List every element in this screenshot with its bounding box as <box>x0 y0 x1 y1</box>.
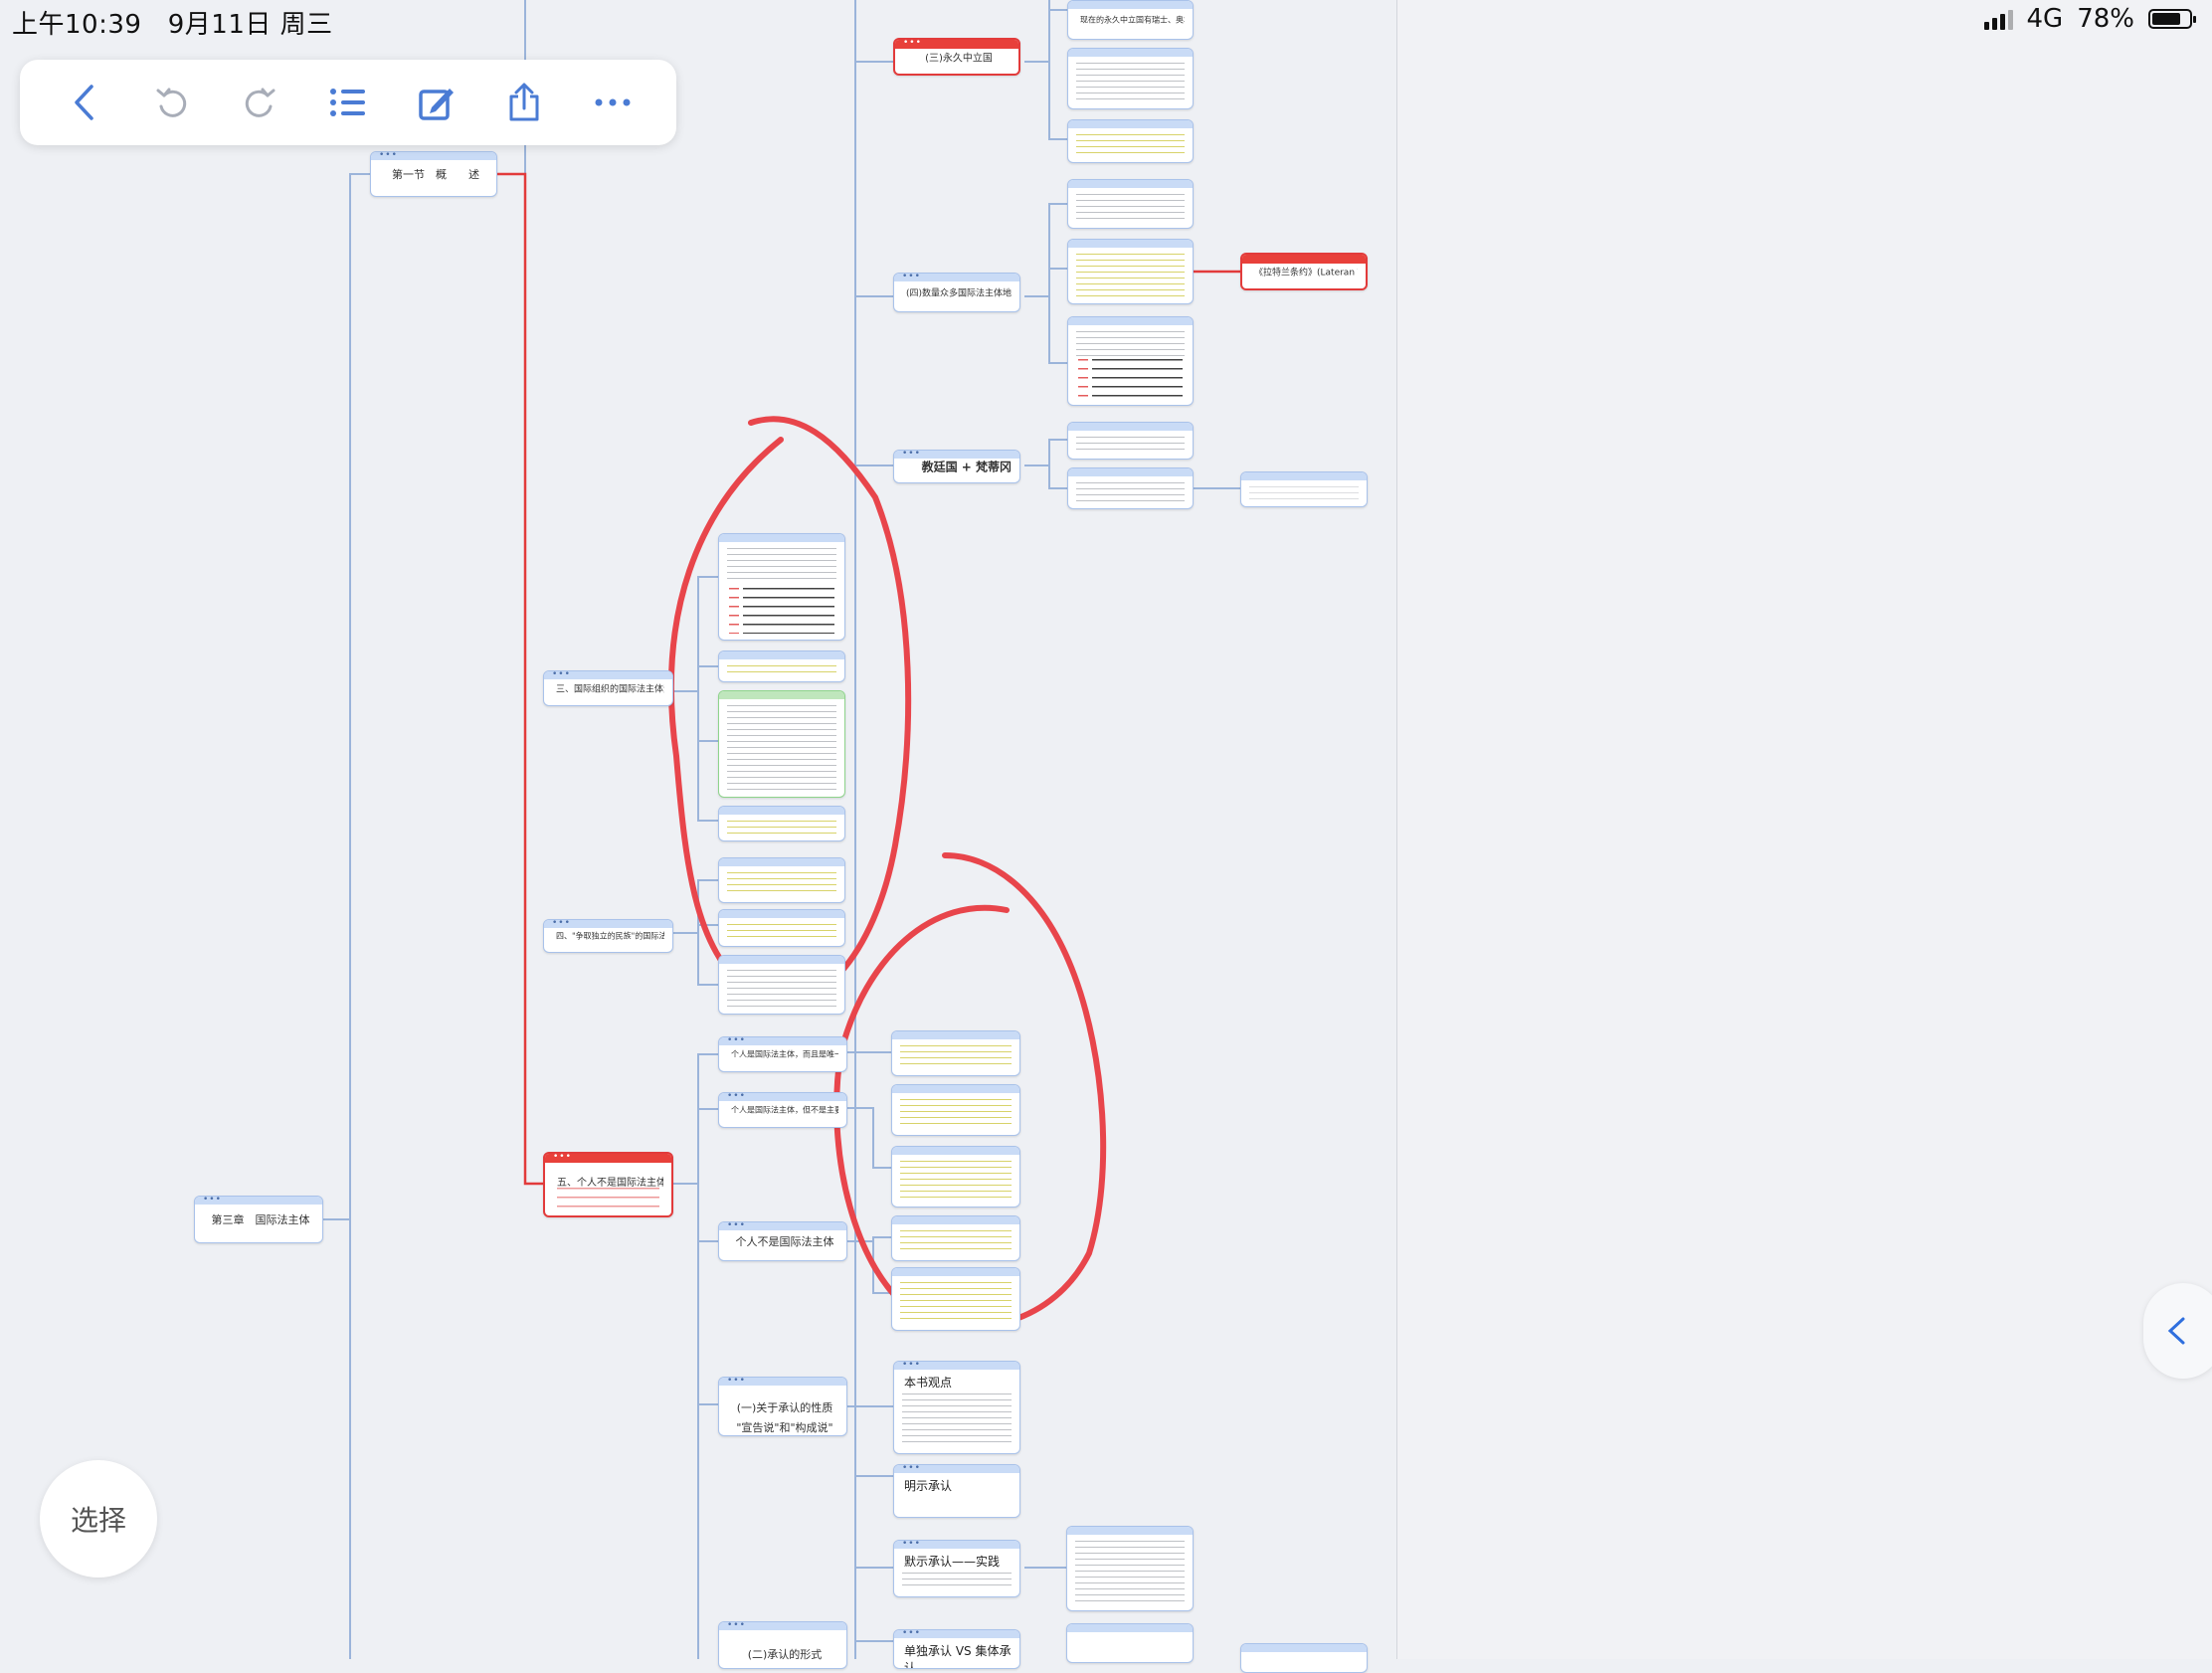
back-button[interactable] <box>54 73 113 132</box>
node-implied-recognition[interactable]: ••• 默示承认——实践 <box>893 1540 1020 1597</box>
node-text-block[interactable] <box>718 806 845 841</box>
node-text-block[interactable] <box>1067 239 1194 304</box>
undo-icon <box>156 88 186 117</box>
node-label: (三)永久中立国 <box>925 53 993 65</box>
node-recognition-nature[interactable]: ••• (一)关于承认的性质 "宣告说"和"构成说" <box>718 1377 847 1436</box>
node-text-block[interactable] <box>891 1146 1020 1208</box>
node-text-block[interactable] <box>891 1267 1020 1331</box>
node-nonstate-entities[interactable]: ••• (四)数量众多国际法主体地位 <box>893 273 1020 312</box>
outline-list-icon <box>329 89 365 116</box>
redo-icon <box>246 88 276 117</box>
node-individual-b[interactable]: ••• 个人是国际法主体，但不是主要的主体 <box>718 1092 847 1128</box>
node-label: "宣告说"和"构成说" <box>736 1421 833 1434</box>
battery-percent: 78% <box>2077 4 2134 34</box>
right-blank-panel <box>1396 0 2212 1659</box>
status-time: 上午10:39 <box>12 10 142 40</box>
node-label: 《拉特兰条约》(Lateran Treaty) <box>1254 268 1358 279</box>
node-label: 个人不是国际法主体 <box>735 1235 834 1248</box>
node-text-block[interactable] <box>1066 1623 1194 1663</box>
more-icon <box>595 98 631 106</box>
node-text-block[interactable] <box>891 1215 1020 1261</box>
node-individual[interactable]: ••• 五、个人不是国际法主体 <box>543 1152 673 1217</box>
node-label: (一)关于承认的性质 <box>736 1401 833 1414</box>
node-permanent-neutral[interactable]: ••• (三)永久中立国 <box>893 38 1020 76</box>
node-label: 第一节 概 述 <box>392 168 479 181</box>
node-label: (二)承认的形式 <box>747 1648 823 1661</box>
node-text-block[interactable] <box>1067 48 1194 109</box>
battery-icon <box>2148 9 2196 29</box>
node-section-1[interactable]: ••• 第一节 概 述 <box>370 151 497 197</box>
node-label: (四)数量众多国际法主体地位 <box>906 288 1012 299</box>
select-button[interactable]: 选择 <box>40 1460 157 1578</box>
node-neutral-note[interactable]: 现在的永久中立国有瑞士、奥地利 <box>1067 0 1194 40</box>
node-text-block[interactable] <box>891 1084 1020 1136</box>
node-label: 教廷国 + 梵蒂冈 <box>921 460 1012 474</box>
chevron-left-icon <box>2167 1317 2185 1345</box>
node-label: 个人是国际法主体，但不是主要的主体 <box>731 1105 838 1115</box>
node-label: 本书观点 <box>904 1376 953 1390</box>
mindmap-canvas[interactable]: ••• 第三章 国际法主体 ••• 第一节 概 述 现在的永久中立国有瑞士、奥地… <box>0 0 1396 1673</box>
share-button[interactable] <box>494 73 554 132</box>
node-text-block[interactable] <box>718 955 845 1015</box>
node-label: 第三章 国际法主体 <box>211 1213 310 1226</box>
node-label: 默示承认——实践 <box>904 1555 1001 1569</box>
node-text-block[interactable] <box>1240 1643 1368 1673</box>
node-handwritten-note[interactable] <box>1067 316 1194 406</box>
node-national-liberation[interactable]: ••• 四、"争取独立的民族"的国际法主体资格 <box>543 919 673 953</box>
node-lateran-treaty[interactable]: 《拉特兰条约》(Lateran Treaty) <box>1240 253 1368 290</box>
network-type: 4G <box>2026 4 2064 34</box>
side-panel-toggle[interactable] <box>2143 1283 2212 1379</box>
node-recognition-form[interactable]: ••• (二)承认的形式 <box>718 1621 847 1669</box>
node-text-block[interactable] <box>718 909 845 947</box>
node-express-recognition[interactable]: ••• 明示承认 <box>893 1464 1020 1518</box>
node-indiv-vs-collective[interactable]: ••• 单独承认 VS 集体承认 <box>893 1629 1020 1669</box>
more-button[interactable] <box>583 73 643 132</box>
node-label: 个人是国际法主体，而且是唯一的主体 <box>731 1049 838 1059</box>
select-label: 选择 <box>70 1504 126 1537</box>
node-text-block[interactable] <box>1240 471 1368 507</box>
node-text-block[interactable] <box>1067 179 1194 229</box>
node-text-block[interactable] <box>718 857 845 903</box>
status-indicators: 4G 78% <box>1983 4 2196 34</box>
node-label: 三、国际组织的国际法主体资格 <box>556 684 664 695</box>
node-label: 四、"争取独立的民族"的国际法主体资格 <box>556 931 664 941</box>
edit-icon <box>418 89 454 120</box>
share-icon <box>509 83 539 121</box>
node-text-block[interactable] <box>718 690 845 798</box>
node-label: 明示承认 <box>904 1479 953 1493</box>
node-individual-c[interactable]: ••• 个人不是国际法主体 <box>718 1221 847 1261</box>
top-toolbar <box>20 60 676 145</box>
node-special-entity[interactable]: ••• 教廷国 + 梵蒂冈 <box>893 450 1020 483</box>
node-label: 现在的永久中立国有瑞士、奥地利 <box>1080 15 1185 25</box>
outline-button[interactable] <box>318 73 378 132</box>
redo-button[interactable] <box>230 73 289 132</box>
node-text-block[interactable] <box>1067 422 1194 460</box>
node-label: 单独承认 VS 集体承认 <box>904 1644 1012 1669</box>
node-text-block[interactable] <box>718 651 845 682</box>
node-text-block[interactable] <box>1066 1526 1194 1611</box>
node-chapter[interactable]: ••• 第三章 国际法主体 <box>194 1196 323 1243</box>
signal-icon <box>1983 8 2013 30</box>
node-text-block[interactable] <box>891 1030 1020 1076</box>
node-intl-org[interactable]: ••• 三、国际组织的国际法主体资格 <box>543 670 673 706</box>
back-icon <box>75 85 94 120</box>
status-time-date: 上午10:39 9月11日 周三 <box>12 4 333 41</box>
node-individual-a[interactable]: ••• 个人是国际法主体，而且是唯一的主体 <box>718 1036 847 1072</box>
node-label: 五、个人不是国际法主体 <box>557 1178 663 1189</box>
node-book-view[interactable]: ••• 本书观点 <box>893 1361 1020 1454</box>
status-date: 9月11日 周三 <box>167 10 333 40</box>
node-text-block[interactable] <box>1067 119 1194 163</box>
edit-button[interactable] <box>407 73 466 132</box>
node-handwritten-note[interactable] <box>718 533 845 641</box>
undo-button[interactable] <box>142 73 202 132</box>
node-text-block[interactable] <box>1067 467 1194 509</box>
